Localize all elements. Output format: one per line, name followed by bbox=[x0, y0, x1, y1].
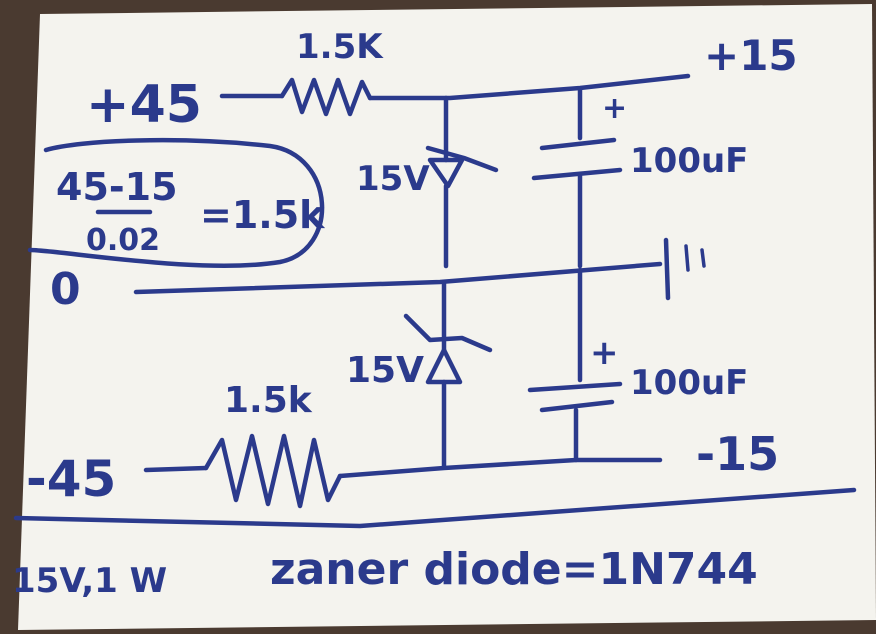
input-pos-label: +45 bbox=[86, 75, 202, 135]
calc-numerator: 45-15 bbox=[56, 165, 178, 209]
cap-bottom-plus: + bbox=[590, 333, 619, 373]
cap-top-value: 100uF bbox=[630, 141, 748, 181]
calc-denominator: 0.02 bbox=[86, 223, 160, 258]
r-bottom-label: 1.5k bbox=[224, 380, 313, 421]
cap-top-plus: + bbox=[602, 91, 627, 126]
bottom-rail-wire bbox=[337, 457, 663, 479]
zener-bottom-bar bbox=[403, 313, 493, 353]
ground-symbol-bar-3 bbox=[700, 248, 706, 268]
footer-rating: 15V,1 W bbox=[12, 561, 167, 601]
calc-result: =1.5k bbox=[200, 193, 325, 237]
ground-symbol-bar-1 bbox=[663, 237, 671, 301]
footer-zener-note: zaner diode=1N744 bbox=[270, 544, 758, 595]
zener-top-label: 15V bbox=[356, 159, 430, 199]
calc-balloon bbox=[27, 137, 325, 268]
resistor-bottom bbox=[203, 433, 343, 509]
resistor-top bbox=[279, 77, 373, 117]
footer-rule bbox=[13, 487, 857, 529]
cap-bottom-value: 100uF bbox=[630, 363, 748, 403]
paper-sheet bbox=[18, 4, 876, 630]
zener-top-body bbox=[427, 157, 465, 189]
ground-wire bbox=[133, 261, 663, 295]
zener-bottom-label: 15V bbox=[346, 350, 424, 391]
out-pos-label: +15 bbox=[704, 31, 798, 80]
cap-top-plate-2 bbox=[531, 167, 623, 181]
ground-zero-label: 0 bbox=[50, 264, 81, 315]
out-neg-label: -15 bbox=[696, 427, 779, 481]
top-rail-wire bbox=[367, 73, 691, 101]
cap-bottom-plate-1 bbox=[527, 381, 623, 393]
ground-symbol-bar-2 bbox=[684, 244, 690, 272]
zener-top-bar bbox=[425, 145, 499, 173]
cap-top-plate-1 bbox=[539, 137, 617, 151]
input-neg-lead bbox=[143, 465, 209, 473]
r-top-label: 1.5K bbox=[296, 27, 384, 67]
input-neg-label: -45 bbox=[26, 450, 116, 508]
cap-bottom-plate-2 bbox=[539, 399, 615, 413]
